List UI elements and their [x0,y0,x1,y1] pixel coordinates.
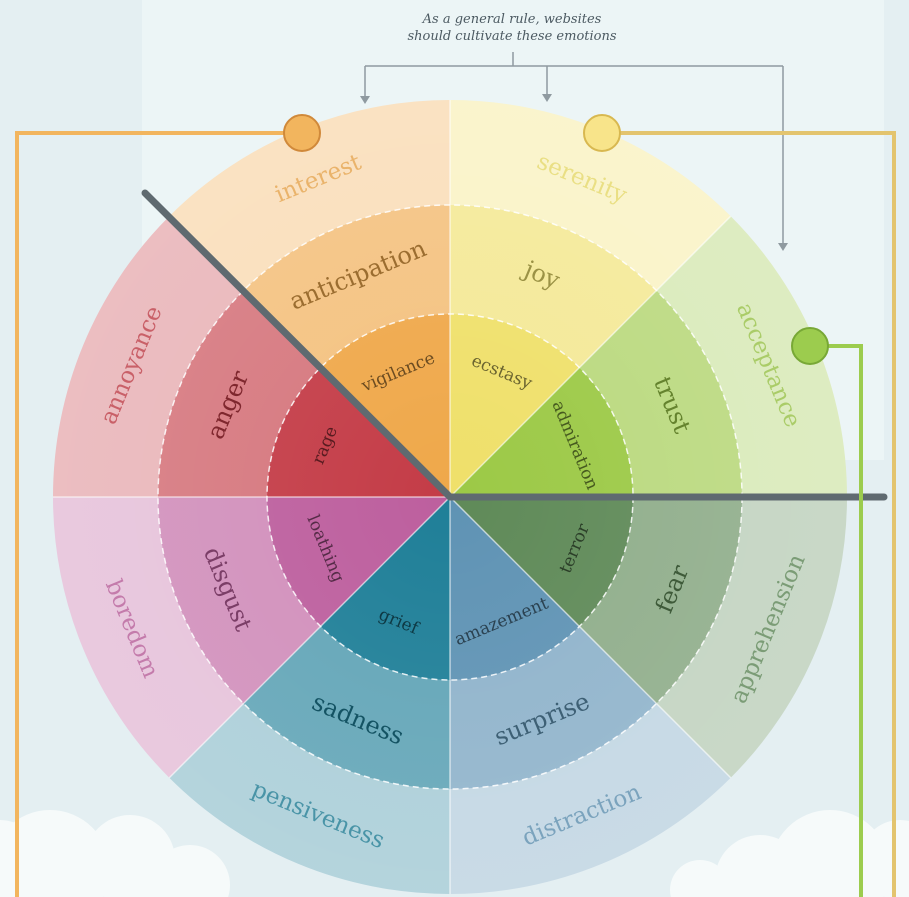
sector-divider [449,496,732,779]
shade-sadness [169,497,450,894]
petal-trust [450,216,847,497]
petal-surprise [450,497,731,894]
connector-line [15,131,302,897]
petal-disgust [53,497,450,778]
shade-anger [53,216,450,497]
shade-trust [450,216,847,497]
sector-divider [168,496,451,779]
cloud-left [0,810,230,897]
petal-joy [450,100,731,497]
shade-fear [450,497,847,778]
bracket-arrow [360,96,370,104]
bracket-arrow [778,243,788,251]
region-divider-diagonal [141,189,454,501]
serenity-connector [583,114,896,897]
bracket-lines [364,52,784,247]
petal-fear [450,497,847,778]
sector-divider [449,215,732,498]
petal-anger [53,216,450,497]
guideline-note-line2: should cultivate these emotions [407,29,617,44]
guideline-note: As a general rule, websites should culti… [362,11,662,45]
connector-dot [283,114,321,152]
guideline-note-line1: As a general rule, websites [422,12,602,27]
connector-dot [791,327,829,365]
shade-anticipation [169,100,450,497]
petal-anticipation [169,100,450,497]
interest-connector [15,114,321,897]
connector-line [602,131,896,897]
shade-surprise [450,497,731,894]
shade-disgust [53,497,450,778]
petal-sadness [169,497,450,894]
shade-joy [450,100,731,497]
acceptance-connector [791,327,863,897]
connector-dot [583,114,621,152]
guideline-bracket [364,52,784,247]
bracket-arrow [542,94,552,102]
